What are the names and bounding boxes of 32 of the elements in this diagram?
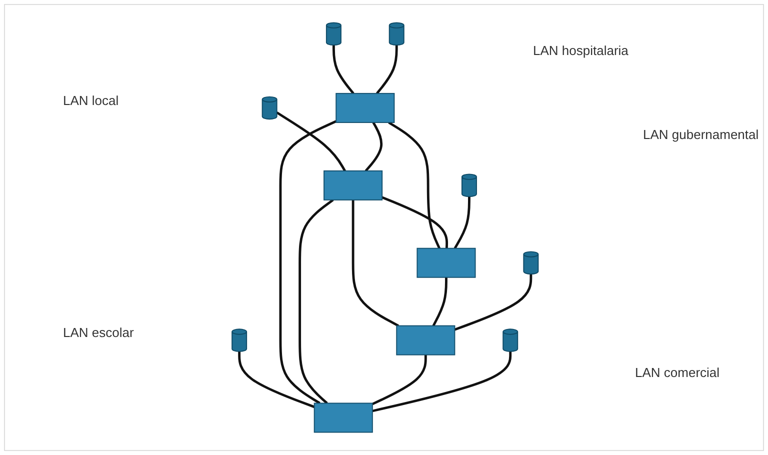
connector <box>298 198 334 404</box>
connector <box>382 196 448 248</box>
connector <box>238 351 315 408</box>
connector <box>279 120 336 404</box>
node-cylinder <box>502 328 518 352</box>
connector <box>432 277 448 326</box>
node-box <box>396 325 456 356</box>
connector <box>276 112 346 172</box>
lan-label: LAN local <box>63 93 119 108</box>
node-cylinder <box>231 328 247 352</box>
connector <box>332 45 354 94</box>
node-cylinder <box>262 96 278 120</box>
node-cylinder <box>388 22 404 46</box>
lan-label: LAN comercial <box>635 365 720 380</box>
node-box <box>314 402 373 433</box>
connector <box>352 200 399 327</box>
node-cylinder <box>461 174 477 198</box>
node-box <box>416 248 476 278</box>
connector <box>372 351 512 412</box>
lan-label: LAN escolar <box>63 325 134 340</box>
node-cylinder <box>326 22 342 46</box>
connector <box>454 274 532 331</box>
node-box <box>323 170 382 200</box>
node-box <box>336 92 395 123</box>
lan-label: LAN hospitalaria <box>533 43 628 58</box>
lan-label: LAN gubernamental <box>643 127 759 142</box>
node-cylinder <box>523 251 539 274</box>
connector <box>388 121 440 249</box>
connector <box>364 122 382 172</box>
connector <box>376 45 398 94</box>
connector <box>372 354 427 406</box>
connector <box>454 196 470 249</box>
